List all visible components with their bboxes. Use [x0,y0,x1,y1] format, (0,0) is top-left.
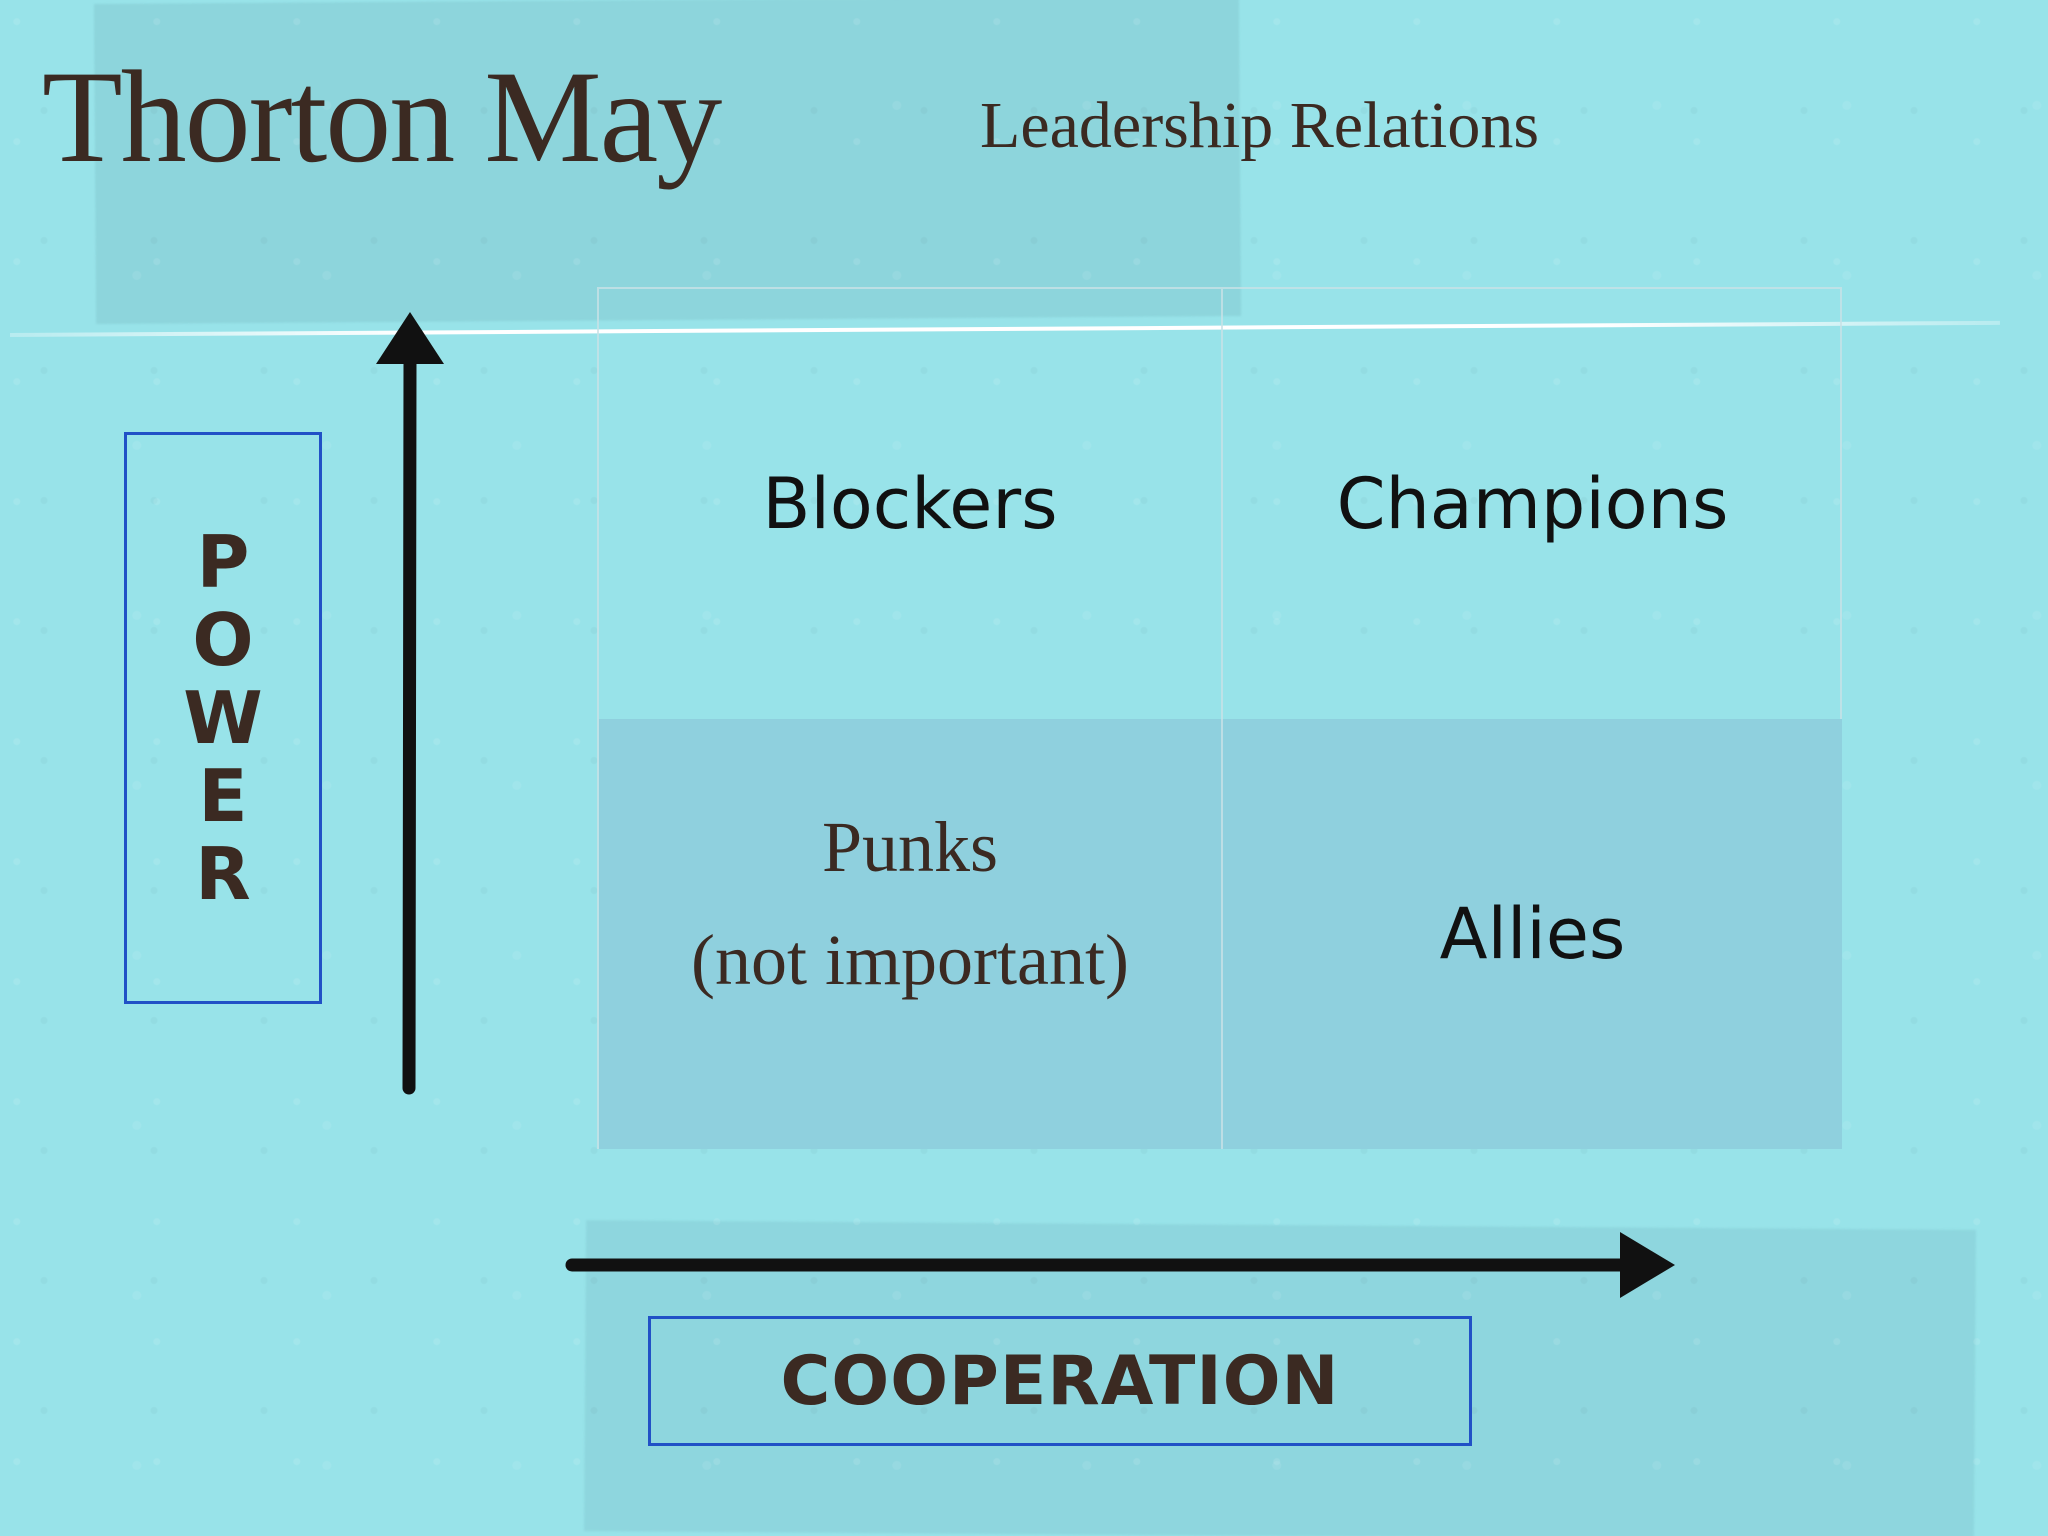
quadrant-label-blockers: Blockers [762,463,1058,545]
power-axis-label-box: P O W E R [124,432,322,1004]
power-letter: W [183,676,263,760]
slide-subtitle: Leadership Relations [980,89,1540,162]
quadrant-label-punks: Punks (not important) [691,806,1129,1002]
quadrant-matrix: Blockers Champions Punks (not important)… [597,287,1842,1149]
power-letter: R [195,832,251,916]
slide-title: Thorton May [42,43,722,190]
power-letter: E [198,754,248,838]
quadrant-label-champions: Champions [1336,463,1729,545]
cooperation-axis-label: COOPERATION [648,1316,1472,1446]
quadrant-allies: Allies [1221,719,1842,1149]
punks-note: (not important) [691,920,1129,1000]
power-letter: O [192,598,254,682]
power-axis-label: P O W E R [183,523,262,913]
quadrant-punks: Punks (not important) [599,719,1221,1149]
quadrant-champions: Champions [1221,289,1842,719]
quadrant-blockers: Blockers [599,289,1221,719]
power-letter: P [196,520,250,604]
power-axis-arrow [376,312,444,1095]
quadrant-label-allies: Allies [1439,893,1626,975]
punks-title: Punks [821,807,999,887]
